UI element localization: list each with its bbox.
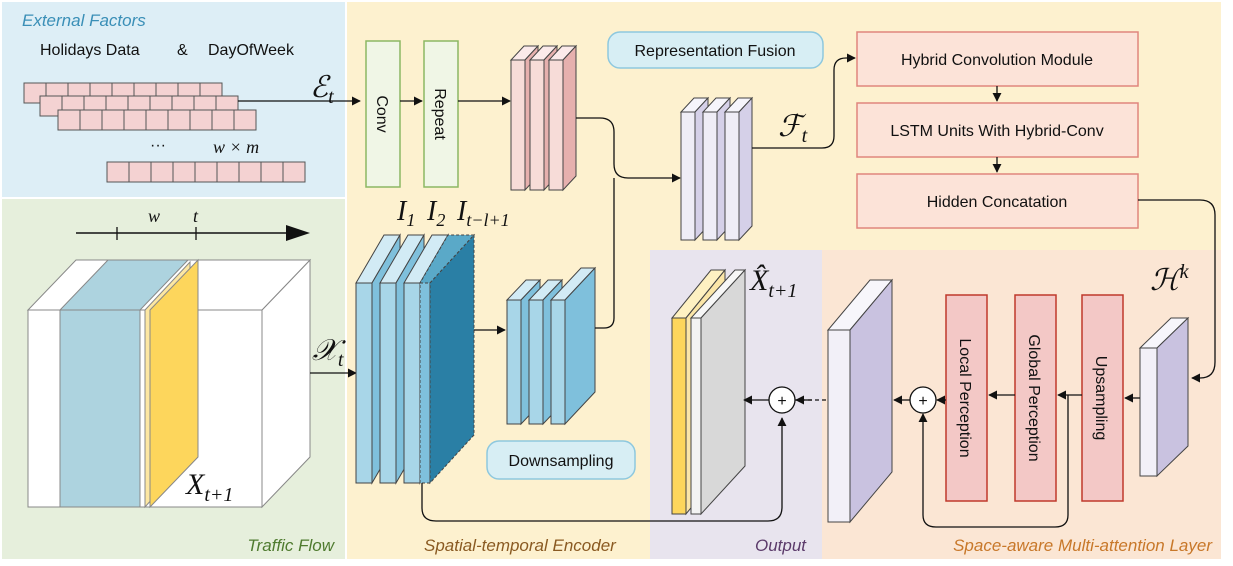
representation-fusion-box [607,31,824,69]
hidden-to-hk-arrow [1138,199,1216,383]
f-t-symbol: ℱt [778,110,808,147]
down-layer-3 [549,266,597,426]
traffic-flow-label: Traffic Flow [247,536,335,555]
output-stack [670,268,747,516]
upsampling-label: Upsampling [1092,356,1109,440]
attention-residual-line [918,395,1069,528]
external-strip-4 [106,161,306,183]
hk-block [1138,316,1190,478]
global-perception-label: Global Perception [1025,334,1042,461]
yellow-slice-front [149,258,199,509]
i1-symbol: I1 [396,196,415,230]
f-t-arrow [752,53,856,149]
output-add-symbol: + [777,393,786,410]
downsampling-box [486,440,636,480]
upsampling-box [1081,294,1124,502]
e-t-symbol: ℰt [310,71,334,108]
h-k-symbol: ℋk [1150,261,1190,297]
global-perception-box [1014,294,1057,502]
blue-layer-dark [419,233,476,485]
x-hat-symbol: X̂t+1 [749,264,797,302]
fused-feature-stack [679,96,754,242]
input-frame-stack [355,233,476,485]
repeat-label: Repeat [431,88,448,140]
attention-add-symbol: + [918,393,927,410]
output-label: Output [755,536,807,555]
external-strip-3 [57,109,257,131]
representation-fusion-label: Representation Fusion [635,43,796,60]
attention-output-block [826,278,894,524]
hidden-concatation-box [856,173,1139,229]
il-symbol: It−l+1 [456,196,510,230]
local-perception-label: Local Perception [956,338,973,457]
x-next-label: Xt+1 [185,468,233,506]
encoder-label: Spatial-temporal Encoder [424,536,617,555]
local-perception-box [945,294,988,502]
ampersand-label: & [177,42,188,59]
downsampled-stack [505,266,597,426]
pink-to-fusion-arrow [576,117,681,183]
i2-symbol: I2 [426,196,445,230]
conv-block: Conv [365,40,401,188]
attention-label: Space-aware Multi-attention Layer [953,536,1213,555]
timeline-w-label: w [148,206,160,226]
blue-slice-front [59,309,141,508]
external-feature-stack [509,44,578,192]
output-gray-layer [689,268,747,516]
lstm-units-box [856,102,1139,158]
hybrid-convolution-label: Hybrid Convolution Module [901,52,1093,69]
lstm-units-label: LSTM Units With Hybrid-Conv [890,123,1103,140]
purple-layer-3 [723,96,754,242]
dayofweek-label: DayOfWeek [208,42,295,59]
holidays-data-label: Holidays Data [40,42,140,59]
w-times-m-label: w × m [213,137,259,157]
timeline-arrowhead [286,225,310,241]
external-factors-label: External Factors [22,11,146,30]
hidden-concatation-label: Hidden Concatation [927,194,1068,211]
pink-layer-3 [547,44,578,192]
down-to-fusion-line [595,178,615,329]
traffic-cube [26,258,312,509]
external-factor-strips [23,82,306,183]
timeline-t-label: t [193,206,199,226]
downsampling-label: Downsampling [509,453,614,470]
ellipsis-label: ··· [150,137,166,154]
conv-label: Conv [373,95,390,132]
repeat-block: Repeat [423,40,459,188]
skip-connection-line [421,417,787,522]
attention-add-node [909,386,937,414]
hybrid-convolution-box [856,31,1139,87]
